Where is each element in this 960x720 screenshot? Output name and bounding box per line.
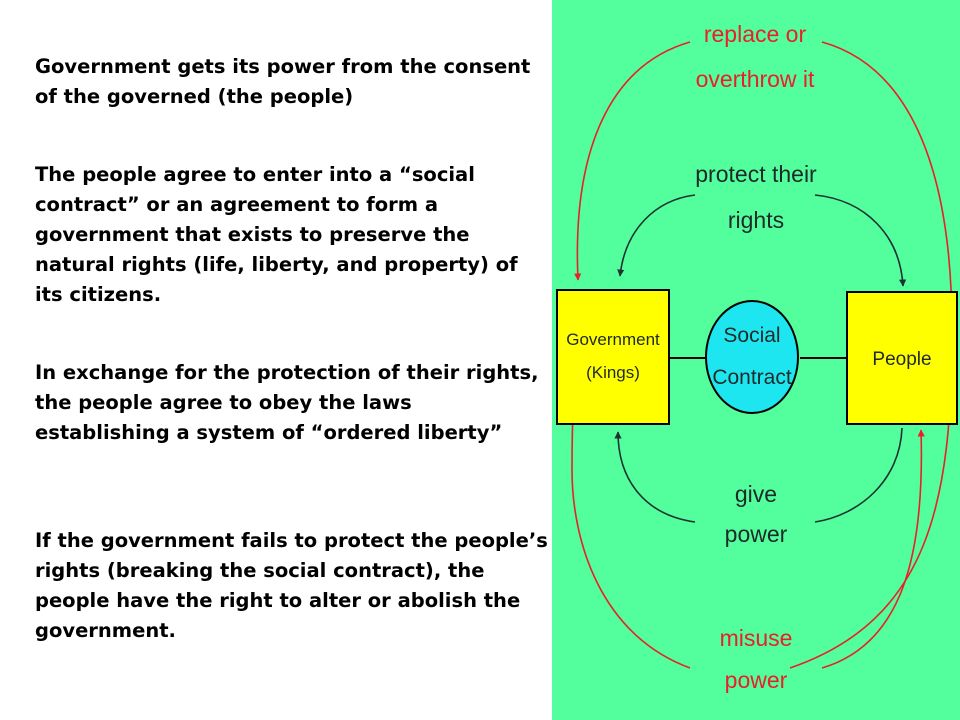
give-power-label-2: power xyxy=(725,521,788,547)
protect-label-1: protect their xyxy=(695,161,817,187)
replace-label-2: overthrow it xyxy=(696,66,815,92)
social-contract-diagram: Government (Kings) Social Contract Peopl… xyxy=(552,0,960,720)
paragraph-abolish: If the government fails to protect the p… xyxy=(35,529,548,642)
social-contract-circle xyxy=(705,300,799,414)
paragraph-ordered-liberty: In exchange for the protection of their … xyxy=(35,361,539,444)
give-power-curve-right xyxy=(814,427,903,523)
people-box xyxy=(846,291,958,425)
misuse-label-2: power xyxy=(725,667,788,693)
social-contract-label-2: Contract xyxy=(712,366,792,389)
paragraph-consent: Government gets its power from the conse… xyxy=(35,55,531,108)
people-box-label: People xyxy=(872,349,931,370)
government-box-label: Government xyxy=(566,330,660,349)
replace-arrow-left xyxy=(574,41,691,281)
government-box xyxy=(556,289,670,425)
protect-arrow-right xyxy=(814,194,907,287)
misuse-label-1: misuse xyxy=(720,625,793,651)
give-power-arrow-left xyxy=(614,431,696,523)
diagram-svg: Government (Kings) Social Contract Peopl… xyxy=(552,0,960,720)
give-power-label-1: give xyxy=(735,481,777,507)
government-box-sublabel: (Kings) xyxy=(586,363,640,382)
replace-label-1: replace or xyxy=(704,21,807,47)
misuse-arrow-right xyxy=(821,429,925,669)
protect-label-2: rights xyxy=(728,207,784,233)
protect-arrow-left xyxy=(617,194,696,277)
text-panel: Government gets its power from the conse… xyxy=(35,55,548,642)
paragraph-social-contract: The people agree to enter into a “social… xyxy=(35,163,518,306)
social-contract-label-1: Social xyxy=(723,324,780,347)
